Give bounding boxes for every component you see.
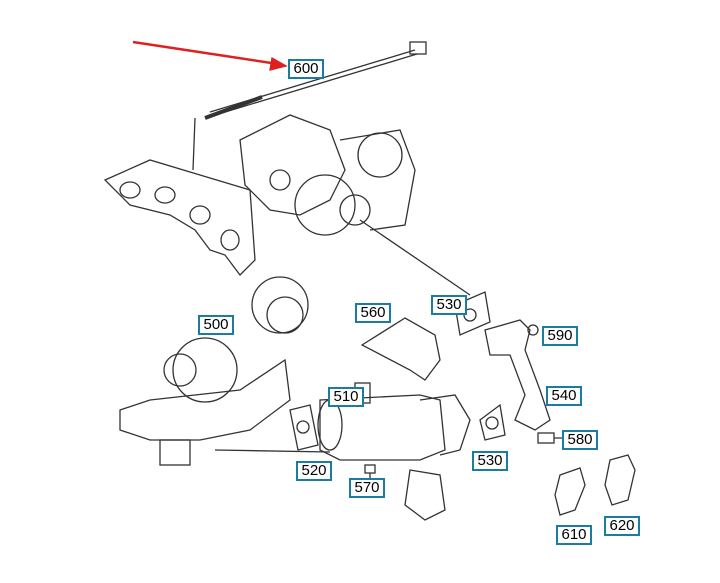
callout-580[interactable]: 580 bbox=[562, 430, 598, 450]
gasket-part-530 bbox=[289, 291, 506, 451]
callout-540[interactable]: 540 bbox=[546, 386, 582, 406]
callout-500[interactable]: 500 bbox=[198, 315, 234, 335]
callout-520[interactable]: 520 bbox=[296, 461, 332, 481]
callout-610[interactable]: 610 bbox=[556, 525, 592, 545]
callout-600[interactable]: 600 bbox=[288, 59, 324, 79]
pointer-arrow bbox=[132, 40, 288, 71]
clip-part-610 bbox=[554, 467, 586, 516]
callout-570[interactable]: 570 bbox=[349, 478, 385, 498]
clip-part-620 bbox=[604, 454, 636, 506]
callout-560[interactable]: 560 bbox=[355, 303, 391, 323]
callout-530-lower[interactable]: 530 bbox=[472, 451, 508, 471]
callout-620[interactable]: 620 bbox=[604, 516, 640, 536]
egr-valve-part-500 bbox=[119, 276, 331, 466]
pipe-part-540 bbox=[484, 319, 551, 431]
callout-510[interactable]: 510 bbox=[328, 387, 364, 407]
callout-530[interactable]: 530 bbox=[431, 295, 467, 315]
callout-590[interactable]: 590 bbox=[542, 326, 578, 346]
bracket-part-560 bbox=[360, 317, 441, 381]
nut-part-590 bbox=[527, 324, 539, 336]
leader-line bbox=[359, 219, 471, 296]
turbocharger-manifold bbox=[103, 114, 416, 276]
sensor-part-600 bbox=[192, 41, 427, 171]
